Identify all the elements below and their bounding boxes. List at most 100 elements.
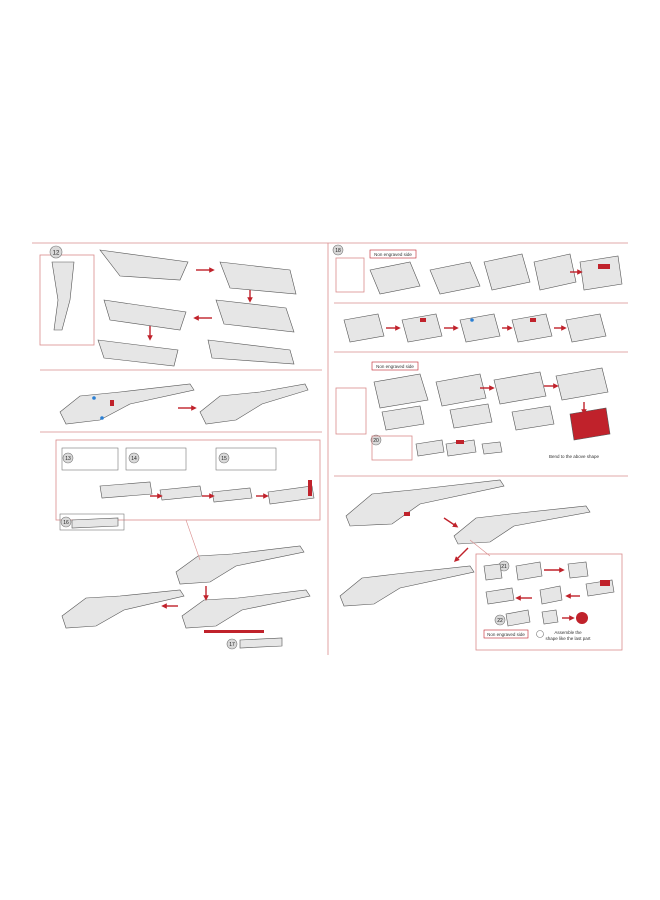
step-final-marker-text: 17 xyxy=(229,642,235,648)
step-19-part-1 xyxy=(343,313,385,343)
non-engraved-label-3: Non engraved side xyxy=(487,632,525,637)
step-19-red-tab-2 xyxy=(530,318,536,322)
step-17-marker xyxy=(60,516,72,528)
step-20-part-5 xyxy=(381,405,425,431)
step-12-parts-mid-right xyxy=(215,299,295,333)
step-22-part-2 xyxy=(515,561,543,581)
step-18-red-tab xyxy=(598,264,610,269)
step-12-marker-text: 12 xyxy=(53,251,60,257)
helicopter-center-bottom xyxy=(181,589,311,629)
step-22-part-3 xyxy=(567,561,589,579)
step-19-part-5 xyxy=(565,313,607,343)
step-12-parts-top-right xyxy=(219,261,297,295)
step-20-part-7 xyxy=(511,405,555,431)
step-20-part-6 xyxy=(449,403,493,429)
step-20-part-1 xyxy=(373,373,429,409)
step-15-inset xyxy=(125,447,187,471)
final-assembly-group: 21 22 Non engraved side Assemble the sha… xyxy=(339,479,623,651)
non-engraved-label-3-box xyxy=(483,629,529,639)
step-17-skid xyxy=(204,630,264,633)
step-16-inset xyxy=(215,447,277,471)
helicopter-right-top xyxy=(345,479,505,527)
step-14-part xyxy=(99,481,153,499)
step-17-part xyxy=(71,517,119,529)
step-17-guide-line xyxy=(185,519,201,561)
step-14-marker xyxy=(62,452,74,464)
step-16-marker xyxy=(218,452,230,464)
step-22-part-5 xyxy=(539,585,563,605)
step-15-marker xyxy=(128,452,140,464)
step-12-parts-bottom-right xyxy=(207,339,295,365)
step-18-part-4 xyxy=(533,253,577,291)
step-20-part-3 xyxy=(493,371,547,405)
step-23-marker-text: 22 xyxy=(497,618,503,624)
step-20-marker xyxy=(370,434,382,446)
step-14-marker-text: 13 xyxy=(65,456,71,462)
step-12-marker xyxy=(49,245,63,259)
step-19-group xyxy=(343,313,607,343)
helicopter-lower-left xyxy=(61,589,185,629)
step-20-group: Non engraved side 20 Bend to the above s… xyxy=(335,361,611,461)
step-16-part-final xyxy=(267,485,315,505)
step-18-marker xyxy=(332,244,344,256)
step-23-marker xyxy=(494,614,506,626)
step-22-part-1 xyxy=(483,563,503,581)
step-19-red-tab-1 xyxy=(420,318,426,322)
non-engraved-label-2-box xyxy=(371,361,419,371)
step-15-marker-text: 14 xyxy=(131,456,137,462)
step-16-tab-red xyxy=(308,480,312,496)
step-19-part-3 xyxy=(459,313,501,343)
step-23-part-2 xyxy=(541,609,559,625)
step-22-box xyxy=(475,553,623,651)
step-18-part-5 xyxy=(579,255,623,291)
step-16-part xyxy=(211,487,253,503)
step-13-pin-blue-1 xyxy=(92,396,96,400)
step-18-part-2 xyxy=(429,261,481,295)
step-13-fuselage-right xyxy=(199,383,309,425)
step-22-part-6 xyxy=(485,587,515,605)
step-20-part-2 xyxy=(435,373,487,407)
step-17-marker-text: 16 xyxy=(63,520,69,526)
step-18-group: 18 Non engraved side xyxy=(332,244,623,295)
helicopter-center-top xyxy=(175,545,305,585)
helicopter-right-bottom xyxy=(339,565,475,607)
step-21-part-3 xyxy=(481,441,503,455)
assemble-note-line-2: shape like the last part xyxy=(545,636,591,641)
step-16-marker-text: 15 xyxy=(221,456,227,462)
final-guide-line xyxy=(469,539,491,557)
step-15-part xyxy=(159,485,203,501)
step-20-part-8 xyxy=(569,407,611,441)
non-engraved-label-1-box xyxy=(369,249,417,259)
step-20-part-4 xyxy=(555,367,609,401)
step-22-red-tab xyxy=(600,580,610,586)
step-final-part xyxy=(239,637,283,649)
non-engraved-label-1: Non engraved side xyxy=(374,252,412,257)
assemble-note-icon xyxy=(536,630,544,638)
step-23-red-part xyxy=(576,612,588,624)
step-12-inset-box xyxy=(39,254,95,346)
step-18-part-1 xyxy=(369,261,421,295)
step-13-group xyxy=(59,383,309,425)
non-engraved-label-2: Non engraved side xyxy=(376,364,414,369)
step-18-inset xyxy=(335,257,365,293)
step-21-part-2 xyxy=(445,439,477,457)
step-14-inset xyxy=(61,447,119,471)
step-19-pin-blue xyxy=(470,318,474,322)
step-12-tailboom-b xyxy=(103,299,187,331)
step-17-inset xyxy=(59,513,125,531)
step-22-marker-text: 21 xyxy=(501,564,507,570)
step-12-tailboom-c xyxy=(97,339,179,367)
assemble-note-line-1: Assemble the xyxy=(554,630,582,635)
steps-box xyxy=(55,439,321,521)
step-12-group: 12 xyxy=(39,245,297,367)
step-20-inset xyxy=(335,387,367,435)
final-arrow-2 xyxy=(454,547,469,562)
step-20-marker-text: 20 xyxy=(373,438,379,444)
final-arrow-1 xyxy=(443,517,459,528)
step-21-part-1 xyxy=(415,439,445,457)
step-13-fuselage-left xyxy=(59,383,195,425)
step-14-17-group: 13 14 15 16 xyxy=(55,439,321,531)
page-frame xyxy=(32,242,628,655)
step-19-part-2 xyxy=(401,313,443,343)
